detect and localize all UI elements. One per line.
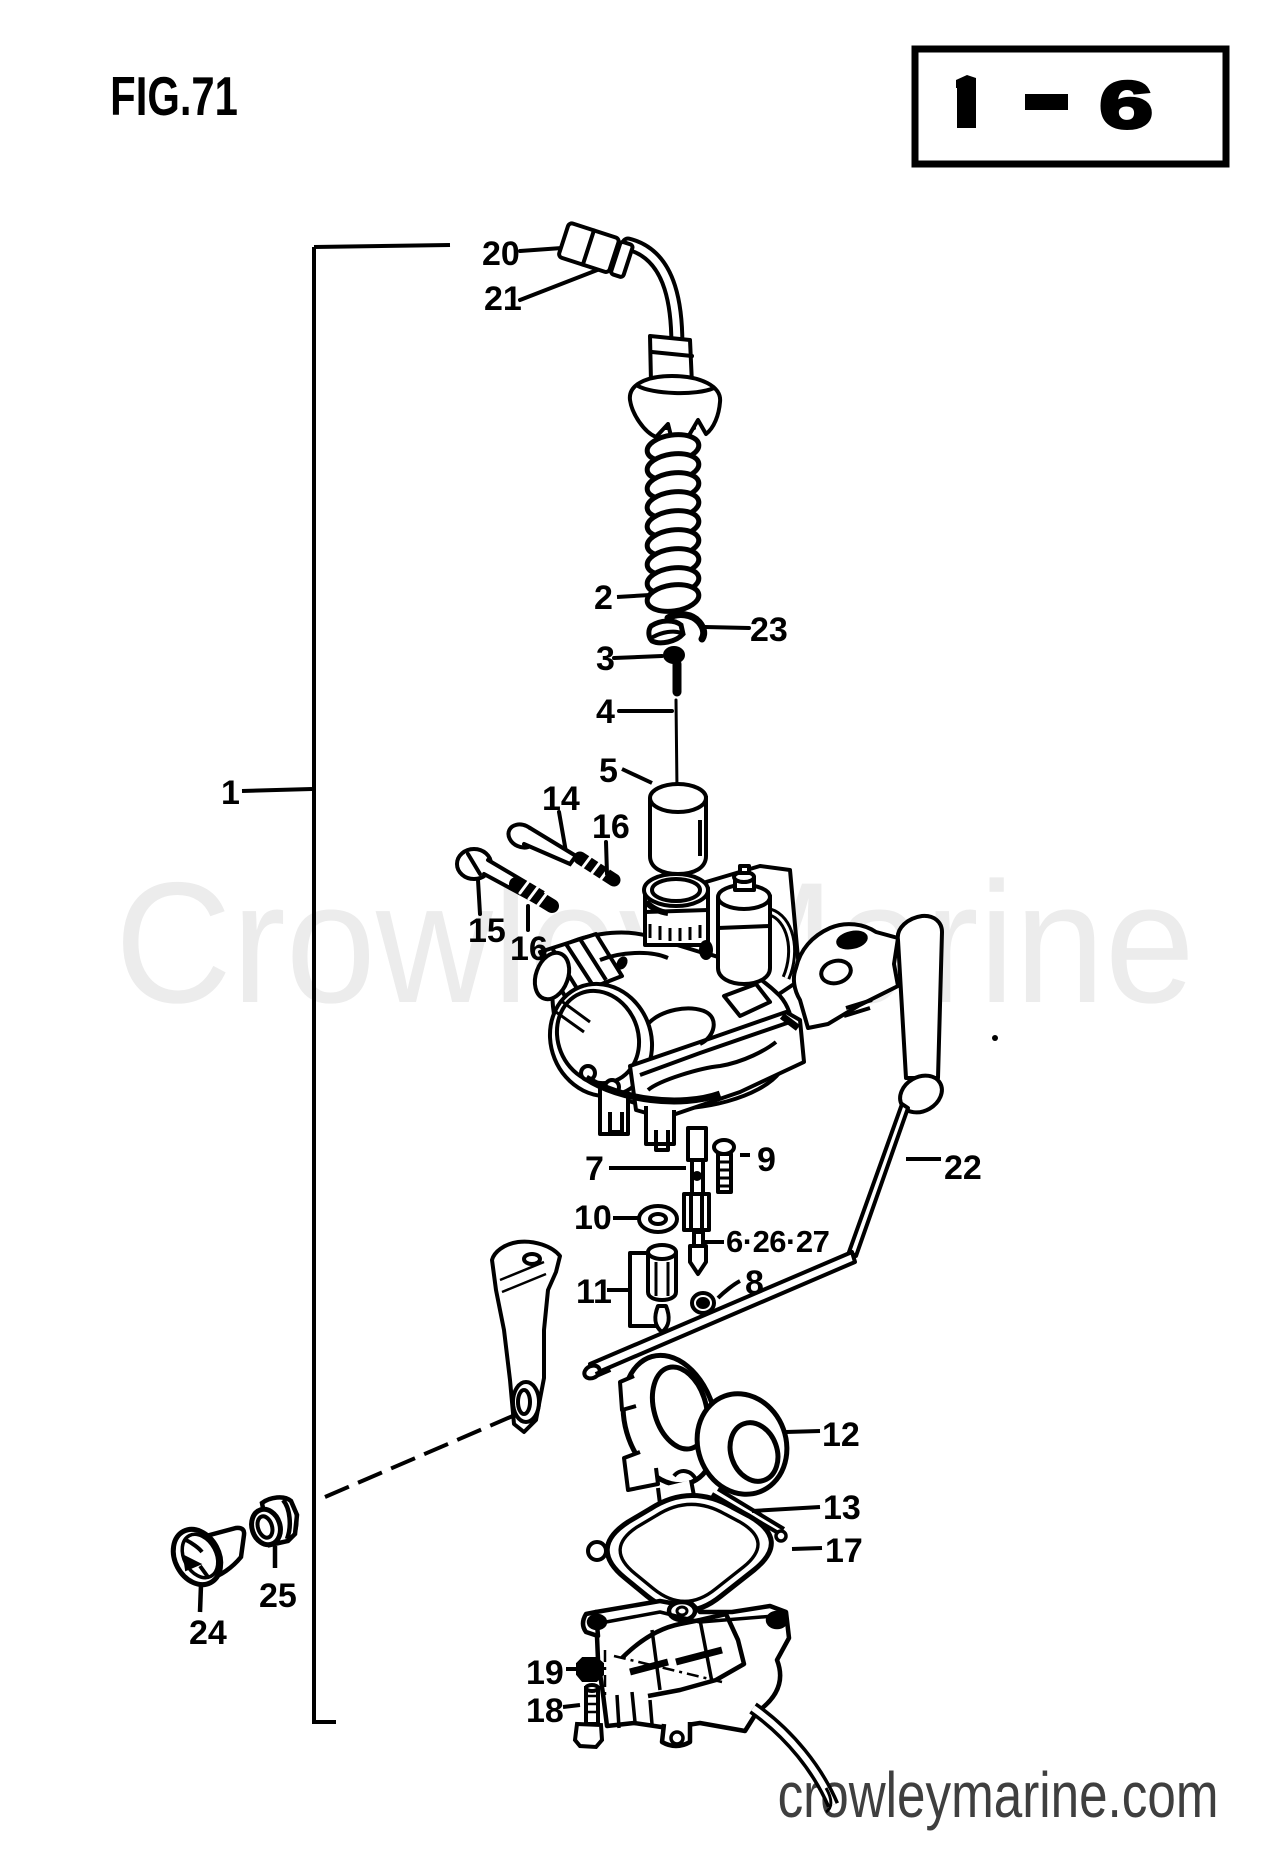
svg-text:10: 10 bbox=[574, 1199, 612, 1237]
svg-text:4: 4 bbox=[596, 693, 615, 731]
svg-text:15: 15 bbox=[468, 912, 506, 950]
svg-text:25: 25 bbox=[259, 1577, 297, 1615]
svg-text:3: 3 bbox=[596, 640, 615, 678]
svg-text:crowleymarine.com: crowleymarine.com bbox=[778, 1761, 1219, 1832]
svg-text:5: 5 bbox=[599, 752, 618, 790]
svg-text:20: 20 bbox=[482, 235, 520, 273]
svg-text:7: 7 bbox=[585, 1150, 604, 1188]
svg-text:21: 21 bbox=[484, 280, 522, 318]
svg-text:24: 24 bbox=[189, 1614, 227, 1652]
svg-text:8: 8 bbox=[745, 1264, 764, 1302]
svg-text:19: 19 bbox=[526, 1654, 564, 1692]
svg-text:2: 2 bbox=[594, 579, 613, 617]
svg-text:9: 9 bbox=[757, 1141, 776, 1179]
svg-text:16: 16 bbox=[592, 808, 630, 846]
svg-text:22: 22 bbox=[944, 1149, 982, 1187]
svg-text:23: 23 bbox=[750, 611, 788, 649]
svg-text:6·26·27: 6·26·27 bbox=[726, 1224, 829, 1259]
svg-text:11: 11 bbox=[576, 1273, 612, 1311]
svg-text:14: 14 bbox=[542, 780, 580, 818]
svg-text:FIG.71: FIG.71 bbox=[110, 67, 238, 128]
svg-text:18: 18 bbox=[526, 1692, 564, 1730]
svg-text:12: 12 bbox=[822, 1416, 860, 1454]
svg-text:6: 6 bbox=[1099, 67, 1153, 142]
svg-text:17: 17 bbox=[825, 1532, 863, 1570]
svg-text:13: 13 bbox=[823, 1489, 861, 1527]
svg-text:1: 1 bbox=[221, 774, 240, 812]
svg-text:16: 16 bbox=[510, 930, 548, 968]
